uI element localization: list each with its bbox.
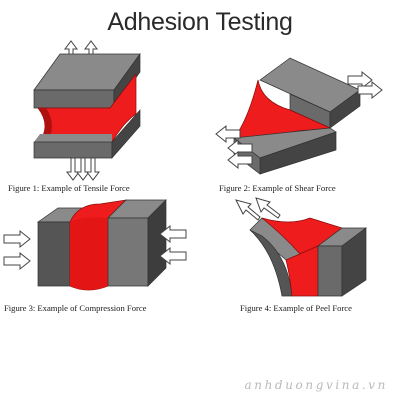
bottom-block-front [33,141,113,159]
left-arrow-icon [215,124,241,144]
right-arrow-icon [3,251,31,271]
left-arrow-icon [227,138,253,158]
downward-arrow-icon [76,157,90,181]
left-block-front [37,221,71,287]
right-arrow-icon [347,70,373,90]
left-arrow-icon [159,224,187,244]
right-arrow-icon [3,229,31,249]
left-arrow-icon [159,246,187,266]
bottom-block-side [111,109,141,159]
peel-force-figure [235,197,368,297]
figure-1-caption: Figure 1: Example of Tensile Force [8,183,130,193]
right-arrow-icon [357,80,383,100]
adhesive-layer-highlight [70,217,108,290]
left-arrow-icon [227,150,253,170]
diagram-title: Adhesion Testing [107,8,293,36]
figure-4-caption: Figure 4: Example of Peel Force [240,303,352,313]
right-block-side [147,199,167,287]
shear-force-figure [215,57,383,175]
compression-force-figure [3,199,187,291]
downward-arrow-icon [86,157,100,181]
bottom-block-top [34,134,112,142]
right-block-front [107,217,149,287]
top-block-front [33,89,115,109]
substrate-block-front [317,245,343,297]
watermark: anhduongvina.vn [244,378,388,392]
tensile-force-figure [33,40,141,181]
up-left-arrow-icon [255,197,281,219]
figure-2-caption: Figure 2: Example of Shear Force [219,183,336,193]
up-left-arrow-icon [235,199,261,221]
substrate-block-side [341,227,367,297]
adhesive-layer-front [285,245,319,297]
downward-arrow-icon [66,157,80,181]
top-block-side [329,89,361,129]
figure-3-caption: Figure 3: Example of Compression Force [4,303,147,313]
